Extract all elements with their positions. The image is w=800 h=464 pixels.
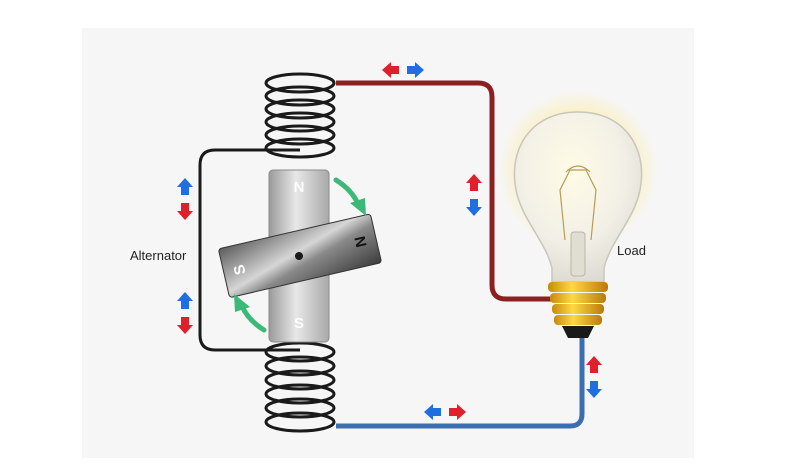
red-arrow-left	[382, 62, 399, 78]
light-bulb	[498, 90, 658, 338]
current-arrows-red-wire	[466, 174, 482, 216]
blue-wire	[336, 338, 585, 429]
blue-arrow-down	[586, 381, 602, 398]
current-arrows-bottom-wire	[424, 404, 466, 420]
blue-arrow-right	[407, 62, 424, 78]
blue-arrow-left	[424, 404, 441, 420]
current-arrows-blue-wire	[586, 356, 602, 398]
red-wire	[336, 80, 552, 302]
current-arrows-left-lower	[177, 292, 193, 334]
top-coil	[264, 72, 336, 159]
rotor-magnet: S N	[218, 213, 382, 298]
current-arrows-left-upper	[177, 178, 193, 220]
alternator-label: Alternator	[130, 248, 187, 263]
blue-arrow-down	[466, 199, 482, 216]
red-arrow-up	[586, 356, 602, 373]
rotor-right-pole-label: N	[350, 235, 369, 249]
black-wire-alternator-loop	[198, 148, 300, 352]
red-arrow-up	[466, 174, 482, 191]
load-label: Load	[617, 243, 646, 258]
bottom-coil	[264, 341, 336, 433]
blue-arrow-up	[177, 292, 193, 309]
current-arrows-top-wire	[382, 62, 424, 78]
rotor-axle	[295, 252, 303, 260]
red-arrow-down	[177, 317, 193, 334]
rotor-left-pole-label: S	[231, 263, 250, 277]
red-arrow-right	[449, 404, 466, 420]
rotation-arrow-top	[333, 177, 366, 216]
rotation-arrow-bottom	[234, 294, 267, 333]
stator-top-pole-label: N	[294, 179, 305, 196]
bulb-filament	[559, 165, 597, 241]
red-arrow-down	[177, 203, 193, 220]
stator-bottom-pole-label: S	[294, 315, 304, 332]
bulb-stem	[570, 231, 586, 277]
bulb-base	[548, 282, 608, 338]
blue-arrow-up	[177, 178, 193, 195]
